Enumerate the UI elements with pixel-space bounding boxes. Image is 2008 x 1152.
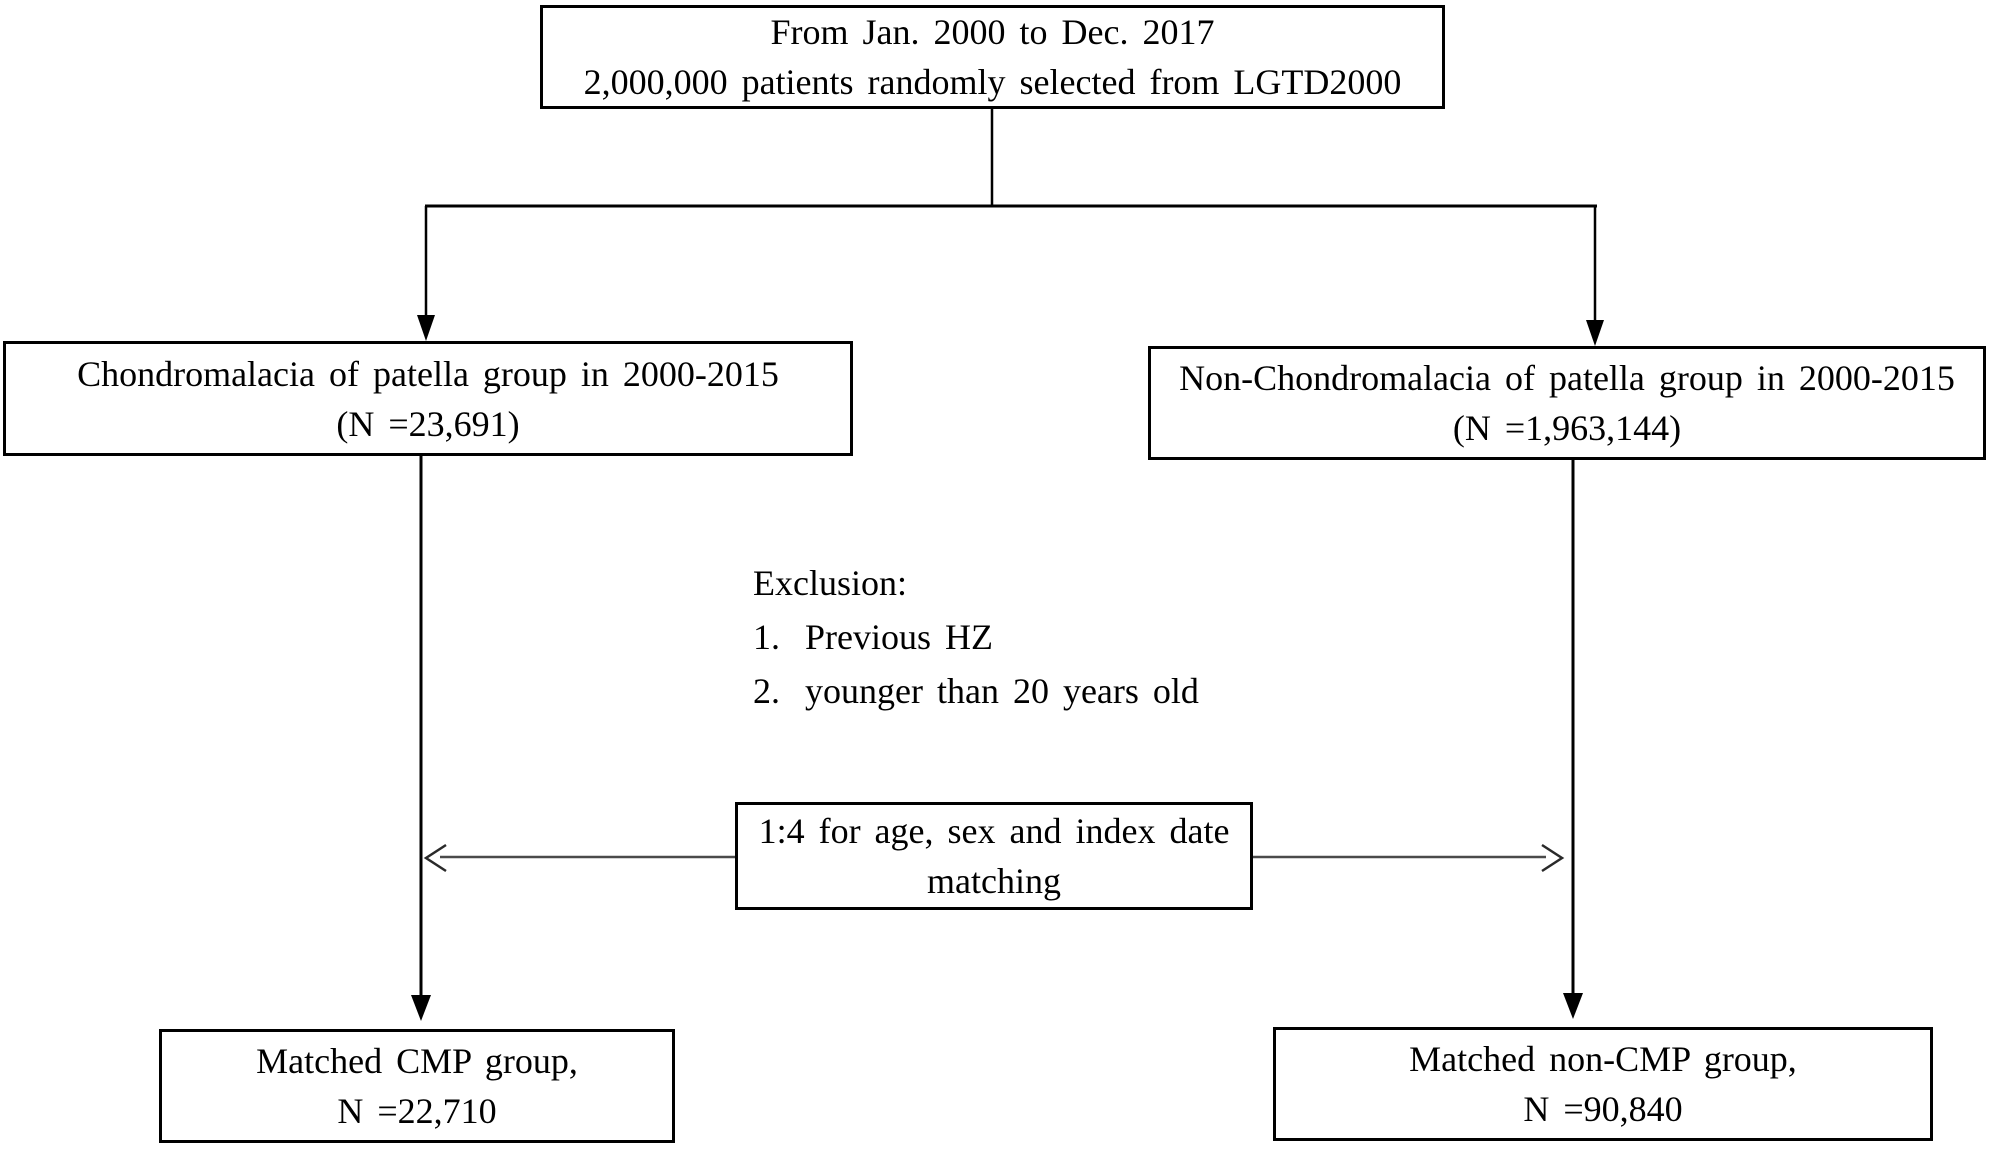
arrow-down-to-left-box [417, 206, 435, 341]
matched-cmp-label: Matched CMP group, [256, 1041, 578, 1081]
arrow-down-to-right-box [1586, 206, 1604, 346]
exclusion-item: 2. younger than 20 years old [753, 664, 1199, 718]
exclusion-item-text: Previous HZ [805, 617, 993, 657]
matched-non-cmp-box: Matched non-CMP group, N =90,840 [1273, 1027, 1933, 1141]
cmp-group-label: Chondromalacia of patella group in 2000-… [77, 353, 779, 394]
non-cmp-group-label: Non-Chondromalacia of patella group in 2… [1179, 358, 1955, 398]
source-period-text: From Jan. 2000 to Dec. 2017 [770, 12, 1215, 52]
non-cmp-group-box: Non-Chondromalacia of patella group in 2… [1148, 346, 1986, 460]
exclusion-item: 1. Previous HZ [753, 610, 1199, 664]
matched-cmp-count: N =22,710 [337, 1091, 497, 1131]
matching-criteria-text2: matching [927, 861, 1061, 901]
cmp-group-count: (N =23,691) [336, 403, 520, 444]
source-population-box: From Jan. 2000 to Dec. 2017 2,000,000 pa… [540, 5, 1445, 109]
arrow-left-matching [423, 843, 735, 873]
cmp-group-box: Chondromalacia of patella group in 2000-… [3, 341, 853, 456]
matching-criteria-box: 1:4 for age, sex and index date matching [735, 802, 1253, 910]
arrow-down-right-branch [1563, 460, 1583, 1019]
exclusion-item-text: younger than 20 years old [805, 671, 1199, 711]
matching-criteria-text: 1:4 for age, sex and index date [758, 811, 1230, 851]
exclusion-title: Exclusion: [753, 563, 907, 603]
exclusion-item-number: 1. [753, 617, 780, 657]
non-cmp-group-count: (N =1,963,144) [1452, 408, 1682, 448]
matched-cmp-box: Matched CMP group, N =22,710 [159, 1029, 675, 1143]
matched-non-cmp-count: N =90,840 [1523, 1089, 1683, 1129]
arrow-down-left-branch [411, 456, 431, 1021]
source-count-text: 2,000,000 patients randomly selected fro… [583, 62, 1402, 102]
exclusion-item-number: 2. [753, 671, 780, 711]
arrow-right-matching [1253, 843, 1565, 873]
matched-non-cmp-label: Matched non-CMP group, [1409, 1039, 1797, 1079]
exclusion-note: Exclusion: 1. Previous HZ 2. younger tha… [753, 556, 1199, 718]
